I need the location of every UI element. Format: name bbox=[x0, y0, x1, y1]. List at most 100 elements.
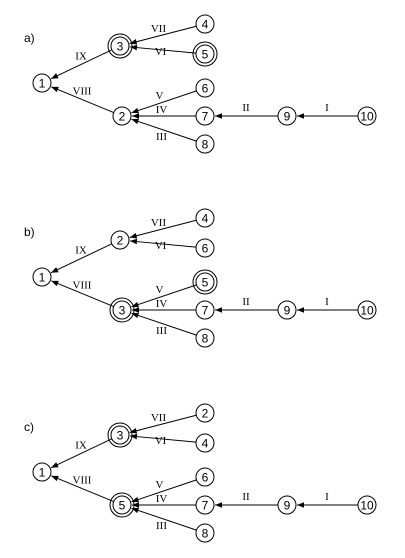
node-1: 1 bbox=[32, 462, 52, 482]
node-label: 10 bbox=[360, 499, 374, 513]
edge-label: VI bbox=[155, 240, 167, 252]
node-label: 8 bbox=[202, 138, 209, 152]
panel-label: c) bbox=[24, 420, 34, 434]
edge-ix bbox=[50, 438, 113, 469]
edge-label: IV bbox=[156, 493, 168, 505]
edge-viii bbox=[51, 86, 114, 114]
node-10: 10 bbox=[357, 495, 377, 515]
node-2: 2 bbox=[110, 230, 130, 250]
edge-vi bbox=[129, 238, 197, 248]
node-1: 1 bbox=[32, 267, 52, 287]
node-label: 1 bbox=[39, 77, 46, 91]
node-label: 3 bbox=[119, 304, 126, 318]
node-2: 2 bbox=[195, 403, 215, 423]
node-9: 9 bbox=[277, 106, 297, 126]
node-label: 7 bbox=[202, 110, 209, 124]
edge-v bbox=[131, 90, 197, 114]
edge-vii bbox=[129, 414, 197, 434]
edge-label: I bbox=[325, 296, 329, 308]
edge-label: VIII bbox=[73, 475, 92, 487]
edge-label: V bbox=[156, 90, 164, 102]
node-3: 3 bbox=[107, 422, 133, 448]
node-label: 5 bbox=[202, 276, 209, 290]
edge-label: IX bbox=[75, 440, 87, 452]
node-3: 3 bbox=[109, 297, 135, 323]
edge-label: IX bbox=[75, 51, 87, 63]
edge-label: VII bbox=[151, 23, 167, 35]
node-label: 4 bbox=[202, 437, 209, 451]
edge-vi bbox=[129, 433, 197, 443]
node-8: 8 bbox=[195, 134, 215, 154]
node-6: 6 bbox=[195, 467, 215, 487]
node-5: 5 bbox=[109, 492, 135, 518]
edge-label: II bbox=[242, 102, 250, 114]
edge-iii bbox=[131, 507, 197, 531]
node-label: 2 bbox=[202, 407, 209, 421]
edge-label: I bbox=[325, 491, 329, 503]
edge-label: VI bbox=[155, 46, 167, 58]
edge-label: IX bbox=[75, 245, 87, 257]
node-7: 7 bbox=[195, 106, 215, 126]
edge-label: V bbox=[156, 284, 164, 296]
edge-label: VII bbox=[151, 217, 167, 229]
node-label: 7 bbox=[202, 304, 209, 318]
edge-iii bbox=[131, 312, 197, 336]
node-label: 9 bbox=[284, 304, 291, 318]
edge-label: IV bbox=[156, 104, 168, 116]
node-10: 10 bbox=[357, 300, 377, 320]
node-label: 6 bbox=[202, 82, 209, 96]
node-label: 9 bbox=[284, 499, 291, 513]
edge-iii bbox=[131, 118, 197, 142]
node-label: 4 bbox=[202, 18, 209, 32]
node-2: 2 bbox=[112, 106, 132, 126]
node-3: 3 bbox=[107, 33, 133, 59]
edge-label: VIII bbox=[73, 86, 92, 98]
node-label: 2 bbox=[117, 234, 124, 248]
node-label: 5 bbox=[119, 499, 126, 513]
node-label: 6 bbox=[202, 471, 209, 485]
edge-label: IV bbox=[156, 298, 168, 310]
edge-v bbox=[131, 284, 197, 308]
node-label: 8 bbox=[202, 332, 209, 346]
edge-label: II bbox=[242, 491, 250, 503]
node-5: 5 bbox=[192, 269, 218, 295]
edge-label: V bbox=[156, 479, 164, 491]
edge-viii bbox=[51, 475, 114, 503]
node-5: 5 bbox=[192, 41, 218, 67]
node-9: 9 bbox=[277, 495, 297, 515]
node-6: 6 bbox=[195, 78, 215, 98]
node-label: 5 bbox=[202, 48, 209, 62]
edge-label: III bbox=[156, 325, 167, 337]
edge-vi bbox=[129, 44, 197, 54]
node-label: 10 bbox=[360, 304, 374, 318]
edge-label: VIII bbox=[73, 280, 92, 292]
panel-label: a) bbox=[24, 31, 35, 45]
node-7: 7 bbox=[195, 300, 215, 320]
node-label: 1 bbox=[39, 271, 46, 285]
node-4: 4 bbox=[195, 433, 215, 453]
node-label: 1 bbox=[39, 466, 46, 480]
node-label: 10 bbox=[360, 110, 374, 124]
node-label: 3 bbox=[117, 40, 124, 54]
node-6: 6 bbox=[195, 238, 215, 258]
edge-label: I bbox=[325, 102, 329, 114]
node-label: 7 bbox=[202, 499, 209, 513]
edge-label: II bbox=[242, 296, 250, 308]
edge-ix bbox=[50, 243, 113, 274]
node-label: 9 bbox=[284, 110, 291, 124]
edge-label: III bbox=[156, 131, 167, 143]
node-label: 6 bbox=[202, 242, 209, 256]
edge-vii bbox=[129, 219, 197, 239]
edge-viii bbox=[51, 280, 114, 308]
edge-vii bbox=[129, 25, 197, 45]
node-8: 8 bbox=[195, 328, 215, 348]
edge-label: III bbox=[156, 520, 167, 532]
edge-v bbox=[131, 479, 197, 503]
node-4: 4 bbox=[195, 208, 215, 228]
edge-ix bbox=[50, 49, 113, 80]
edge-label: VII bbox=[151, 412, 167, 424]
